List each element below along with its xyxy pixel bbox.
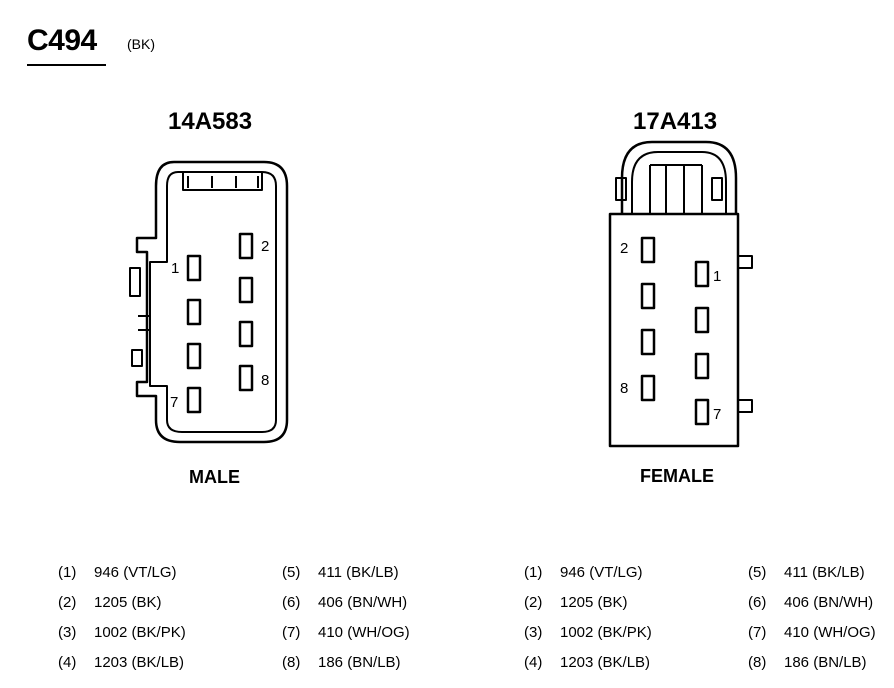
- legend-pin-number: (7): [748, 624, 767, 641]
- legend-pin-number: (4): [58, 654, 77, 671]
- legend-wire: 406 (BN/WH): [784, 594, 874, 611]
- legend-wire: 1203 (BK/LB): [94, 654, 185, 671]
- legend-pin-number: (8): [282, 654, 301, 671]
- legend-wire: 1205 (BK): [560, 594, 628, 611]
- legend-pin-number: (3): [524, 624, 543, 641]
- legend-wire: 411 (BK/LB): [318, 564, 399, 581]
- female-pin-label: 7: [713, 406, 722, 423]
- female-pin-label: 2: [620, 240, 629, 257]
- connector-id-underline: [27, 64, 106, 66]
- legend-pin-number: (2): [58, 594, 77, 611]
- legend-pin-number: (4): [524, 654, 543, 671]
- wire-legend-left: (1) 946 (VT/LG) (2) 1205 (BK) (3) 1002 (…: [58, 564, 498, 684]
- legend-wire: 1002 (BK/PK): [94, 624, 186, 641]
- male-part-number: 14A583: [168, 108, 253, 135]
- legend-pin-number: (7): [282, 624, 301, 641]
- male-pin-label: 8: [261, 372, 270, 389]
- male-connector-body: [129, 160, 289, 444]
- legend-pin-number: (5): [748, 564, 767, 581]
- legend-wire: 1205 (BK): [94, 594, 162, 611]
- legend-wire: 410 (WH/OG): [784, 624, 876, 641]
- legend-pin-number: (6): [282, 594, 301, 611]
- legend-wire: 1002 (BK/PK): [560, 624, 652, 641]
- legend-wire: 946 (VT/LG): [94, 564, 177, 581]
- connector-id: C494: [27, 24, 97, 57]
- legend-wire: 946 (VT/LG): [560, 564, 643, 581]
- male-pins: [186, 232, 254, 414]
- legend-pin-number: (3): [58, 624, 77, 641]
- legend-pin-number: (8): [748, 654, 767, 671]
- female-pins: [640, 236, 710, 426]
- female-part-number: 17A413: [633, 108, 718, 135]
- legend-pin-number: (5): [282, 564, 301, 581]
- legend-wire: 186 (BN/LB): [318, 654, 401, 671]
- female-pin-label: 8: [620, 380, 629, 397]
- legend-pin-number: (2): [524, 594, 543, 611]
- legend-wire: 410 (WH/OG): [318, 624, 410, 641]
- legend-wire: 411 (BK/LB): [784, 564, 865, 581]
- wire-legend-right: (1) 946 (VT/LG) (2) 1205 (BK) (3) 1002 (…: [524, 564, 894, 684]
- male-pin-label: 1: [171, 260, 180, 277]
- male-pin-label: 2: [261, 238, 270, 255]
- legend-wire: 406 (BN/WH): [318, 594, 408, 611]
- legend-pin-number: (1): [524, 564, 543, 581]
- legend-wire: 186 (BN/LB): [784, 654, 867, 671]
- connector-color: (BK): [127, 36, 155, 52]
- legend-pin-number: (6): [748, 594, 767, 611]
- male-label: MALE: [189, 467, 240, 487]
- female-connector-body: [608, 140, 753, 448]
- female-pin-label: 1: [713, 268, 722, 285]
- male-pin-label: 7: [170, 394, 179, 411]
- legend-wire: 1203 (BK/LB): [560, 654, 651, 671]
- female-label: FEMALE: [640, 466, 714, 486]
- legend-pin-number: (1): [58, 564, 77, 581]
